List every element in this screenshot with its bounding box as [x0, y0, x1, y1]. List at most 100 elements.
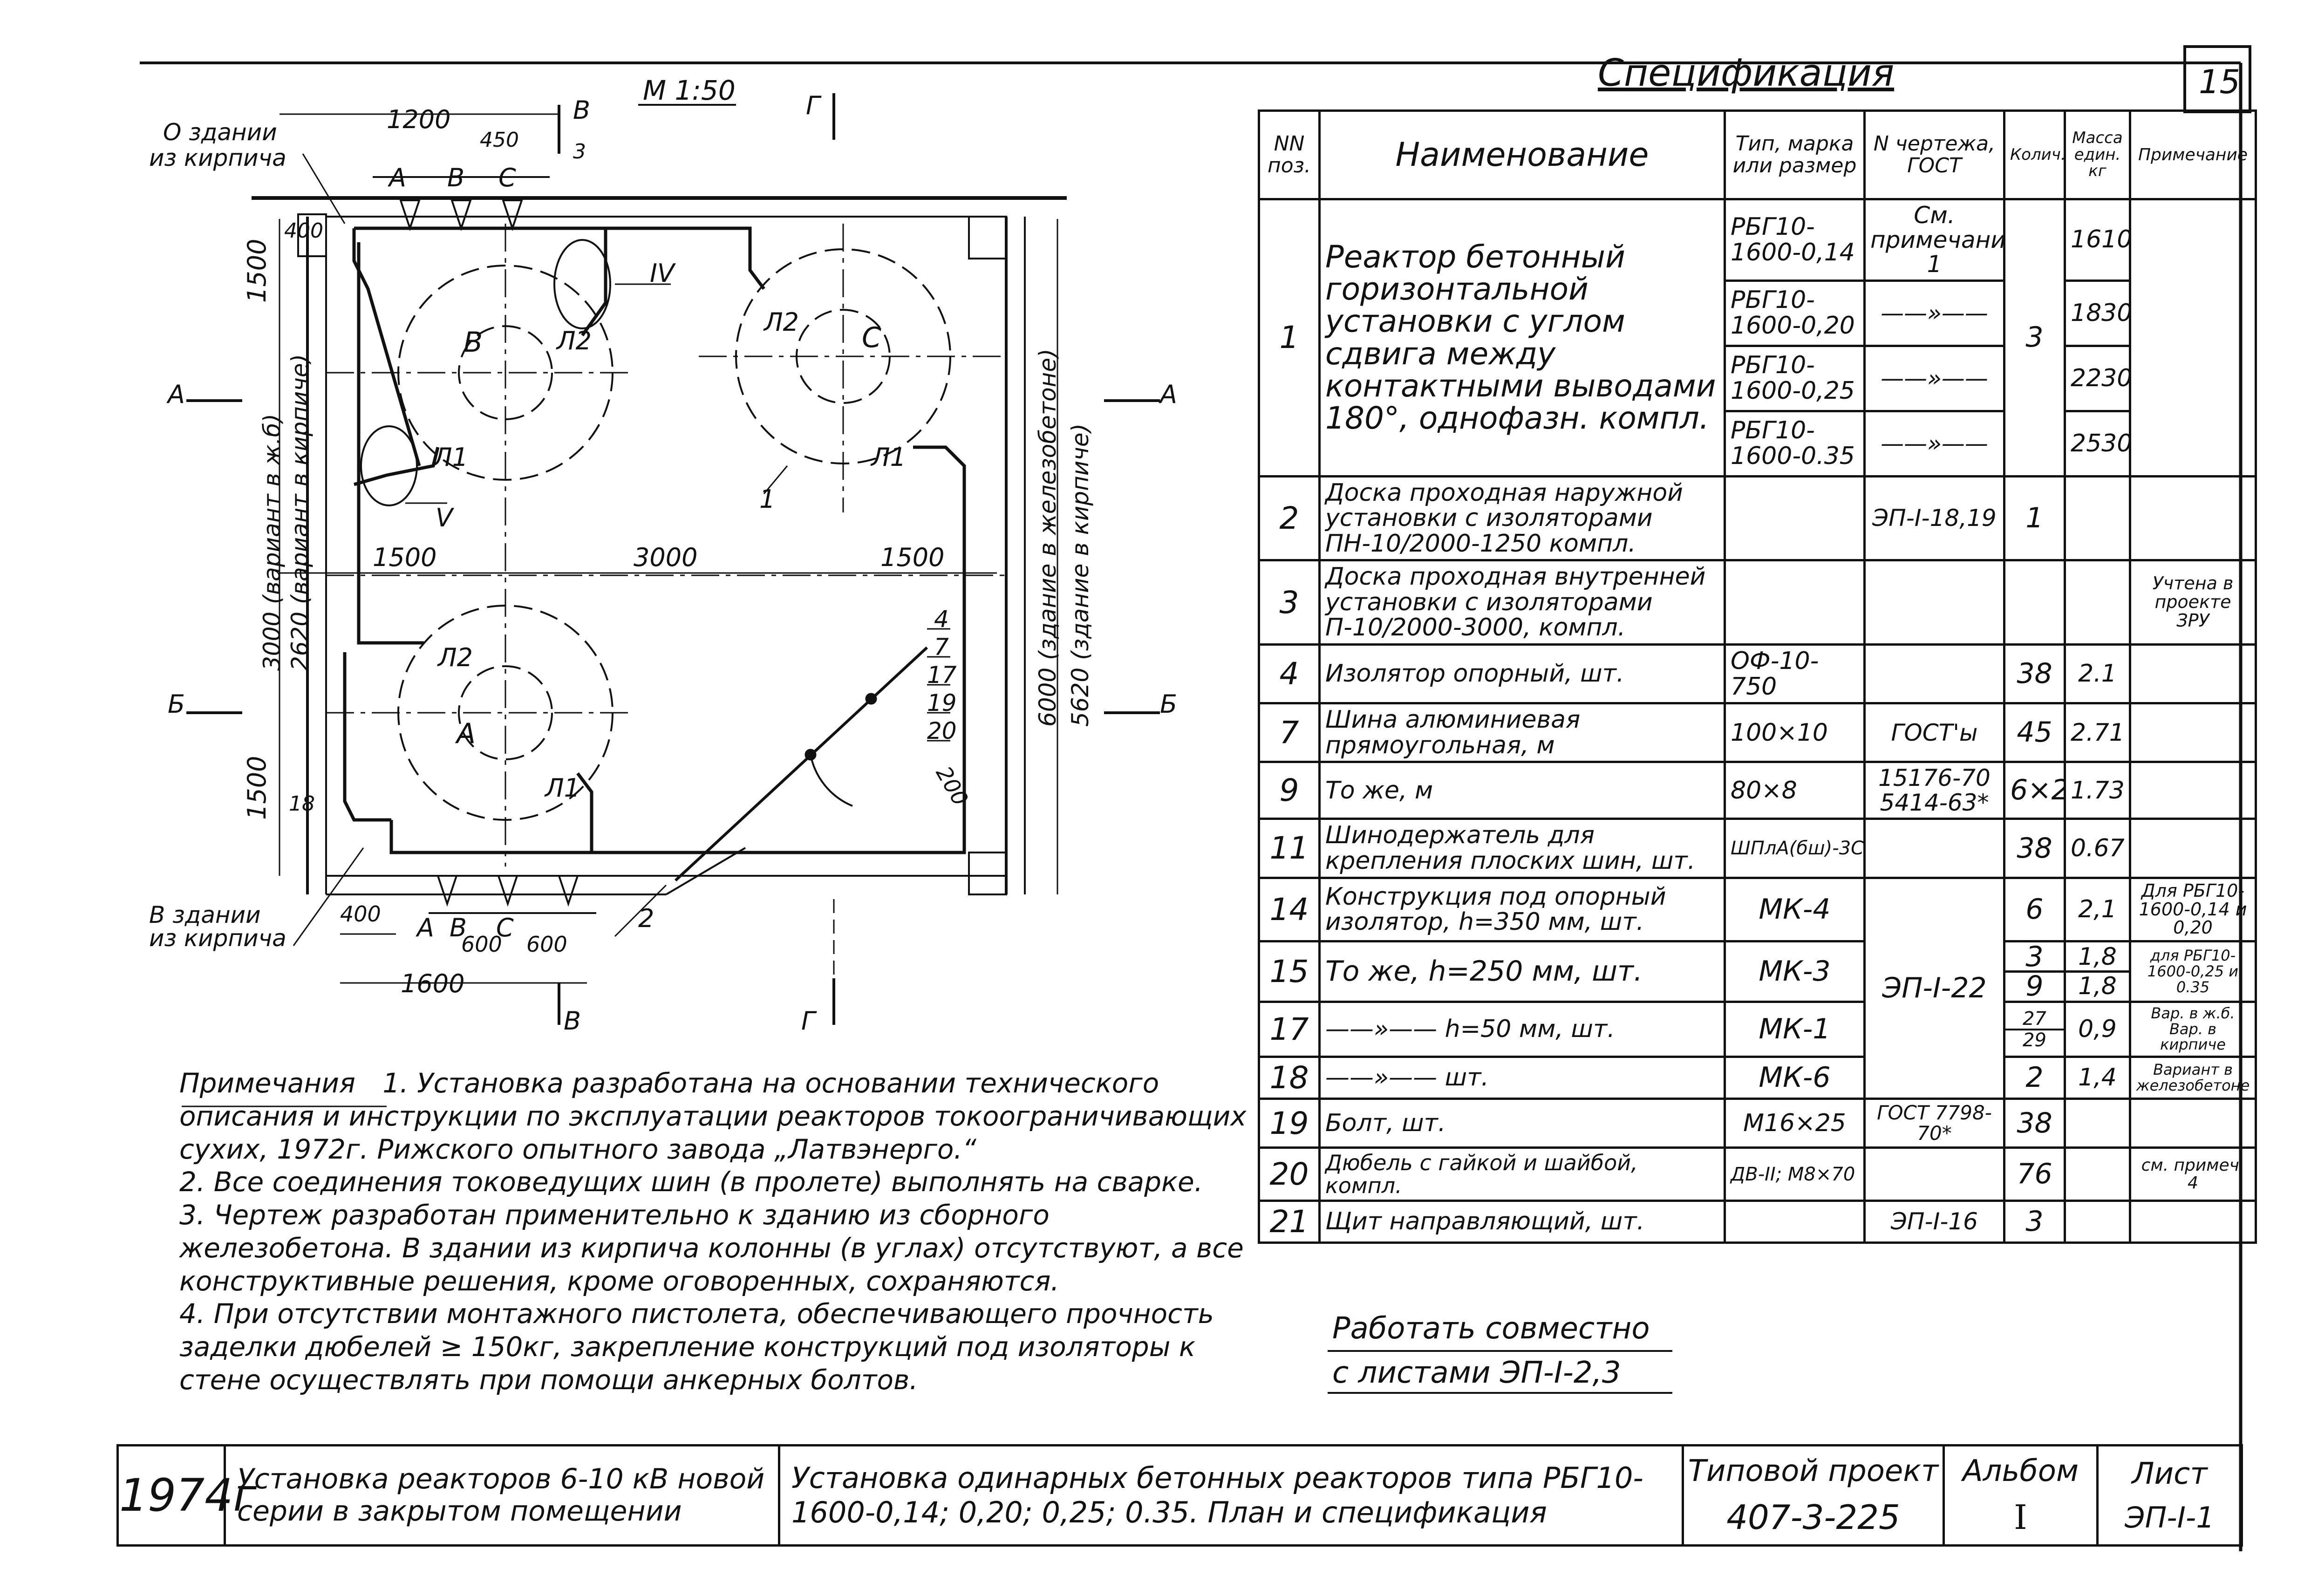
row1-note [2129, 198, 2257, 477]
row15-name: То же, h=250 мм, [1325, 955, 1583, 988]
row3-name: Доска проходная внутренней установки с и… [1325, 563, 1706, 642]
lead-l2-b: Л2 [557, 326, 592, 355]
row21-note [2129, 1199, 2257, 1244]
section-v-top: В [573, 95, 591, 125]
page-number: 15 [2199, 63, 2241, 101]
row17-mass: 0,9 [2064, 1001, 2131, 1058]
row1-pos: 1 [1258, 198, 1321, 477]
row20-name: Дюбель с гайкой и шайбой, [1325, 1150, 1638, 1176]
row3-pos: 3 [1258, 559, 1321, 646]
row21-unit: шт. [1600, 1207, 1645, 1236]
spec-table: NN поз. Наименование Тип, марка или разм… [1258, 109, 2257, 1244]
callout-1: 1 [759, 484, 776, 514]
stamp-year: 1974г [116, 1444, 257, 1547]
lead-l2-c: Л2 [764, 307, 799, 337]
row17-type: МК-1 [1724, 1001, 1866, 1058]
row7-type: 100×10 [1724, 702, 1866, 764]
title-block: 1974г Установка реакторов 6-10 кВ новой … [116, 1444, 2243, 1547]
callout-iv: IV [650, 259, 675, 288]
section-a-right: А [1160, 380, 1177, 409]
row1-doc-c: ——»—— [1863, 344, 2005, 412]
row21-pos: 21 [1258, 1199, 1321, 1244]
spec-title: Спецификация [1598, 51, 1895, 95]
row17-unit: шт. [1571, 1015, 1615, 1044]
phase-a-bottom: А [417, 913, 434, 942]
row11-qty: 38 [2003, 818, 2066, 879]
row20-pos: 20 [1258, 1146, 1321, 1202]
row1-qty: 3 [2003, 198, 2066, 477]
note-4: 4. При отсутствии монтажного пистолета, … [179, 1298, 1214, 1396]
row9-name-cell: То же, м [1318, 761, 1726, 820]
table-row: 20 Дюбель с гайкой и шайбой, компл. ДВ-I… [1258, 1146, 2257, 1202]
top-building-label-2: из кирпича [149, 144, 286, 171]
section-v-bottom: В [564, 1006, 581, 1036]
phase-c-top: С [498, 163, 516, 192]
row1-doc-d: ——»—— [1863, 409, 2005, 477]
row15-type: МК-3 [1724, 940, 1866, 1003]
dim-400-bottom: 400 [340, 901, 381, 927]
table-row: 14 Конструкция под опорный изолятор, h=3… [1258, 876, 2257, 1100]
row3-type [1724, 559, 1866, 646]
stamp-album-cell: Альбом I [1943, 1444, 2099, 1547]
table-row: 9 То же, м 80×8 15176-70 5414-63* 6×2 1.… [1258, 761, 2257, 820]
row2-name-cell: Доска проходная наружной установки с изо… [1318, 475, 1726, 562]
row2-unit: компл. [1549, 529, 1636, 558]
row14-name: Конструкция под опорный изолятор, h=350 … [1325, 882, 1666, 936]
row14-note: Для РБГ10-1600-0,14 и 0,20 [2129, 876, 2257, 943]
row1-type-d: РБГ10-1600-0.35 [1724, 409, 1866, 477]
lead-l1-a: Л1 [545, 773, 580, 803]
section-g-top: Г [806, 91, 820, 120]
work-together-line1: Работать совместно [1332, 1311, 1650, 1346]
row11-doc [1863, 818, 2005, 879]
notes-block: Примечания 1. Установка разработана на о… [179, 1067, 1251, 1397]
row15-mass-b: 1,8 [2078, 972, 2117, 1001]
dim-600-a: 600 [461, 932, 502, 957]
row20-note: см. примеч. 4 [2129, 1146, 2257, 1202]
stamp-project-no: 407-3-225 [1726, 1498, 1900, 1537]
stack-17: 17 [927, 662, 957, 689]
stack-20: 20 [927, 717, 957, 744]
dim-18: 18 [289, 792, 315, 816]
header-name: Наименование [1318, 109, 1726, 200]
row18-pos: 18 [1258, 1056, 1321, 1100]
dim-1500-horiz-right: 1500 [880, 543, 945, 572]
table-row: 11 Шинодержатель для крепления плоских ш… [1258, 818, 2257, 879]
row4-type: ОФ-10-750 [1724, 643, 1866, 705]
note-1: 1. Установка разработана на основании те… [179, 1067, 1247, 1165]
dim-450: 450 [480, 128, 519, 152]
row2-type [1724, 475, 1866, 562]
stamp-sheet-cell: Лист ЭП-I-1 [2096, 1444, 2243, 1547]
row7-pos: 7 [1258, 702, 1321, 764]
row1-name: Реактор бетонный горизонтальной установк… [1318, 198, 1726, 477]
row4-qty: 38 [2003, 643, 2066, 705]
stamp-sheet-no: ЭП-I-1 [2125, 1500, 2215, 1535]
row15-mass-cell: 1,8 1,8 [2064, 940, 2131, 1003]
row11-mass: 0.67 [2064, 818, 2131, 879]
lead-l1-c: Л1 [871, 443, 906, 472]
row1-mass-c: 2230 [2064, 344, 2131, 412]
dim-400-top: 400 [284, 219, 323, 243]
row9-name: То же, [1325, 776, 1407, 805]
row9-pos: 9 [1258, 761, 1321, 820]
header-qty: Колич. [2003, 109, 2066, 200]
row15-pos: 15 [1258, 940, 1321, 1003]
row14-type: МК-4 [1724, 876, 1866, 943]
row15-unit: шт. [1592, 955, 1643, 988]
row15-note: для РБГ10-1600-0,25 и 0.35 [2129, 940, 2257, 1003]
row2-mass [2064, 475, 2131, 562]
work-together-line2: с листами ЭП-I-2,3 [1332, 1356, 1621, 1390]
stamp-sheet-label: Лист [2132, 1456, 2208, 1491]
row15-qty-a: 3 [2006, 944, 2063, 973]
right-vertical-dim-1: 6000 (здание в железобетоне) [1034, 348, 1061, 727]
row11-name: Шинодержатель для крепления плоских шин, [1325, 821, 1644, 875]
row19-note [2129, 1098, 2257, 1149]
row2-qty: 1 [2003, 475, 2066, 562]
callout-v: V [436, 503, 453, 532]
row1-mass-a: 1610 [2064, 198, 2131, 282]
stamp-title: Установка одинарных бетонных реакторов т… [778, 1444, 1684, 1547]
row20-doc [1863, 1146, 2005, 1202]
stamp-project-cell: Типовой проект 407-3-225 [1682, 1444, 1945, 1547]
row20-mass [2064, 1146, 2131, 1202]
header-type: Тип, марка или размер [1724, 109, 1866, 200]
